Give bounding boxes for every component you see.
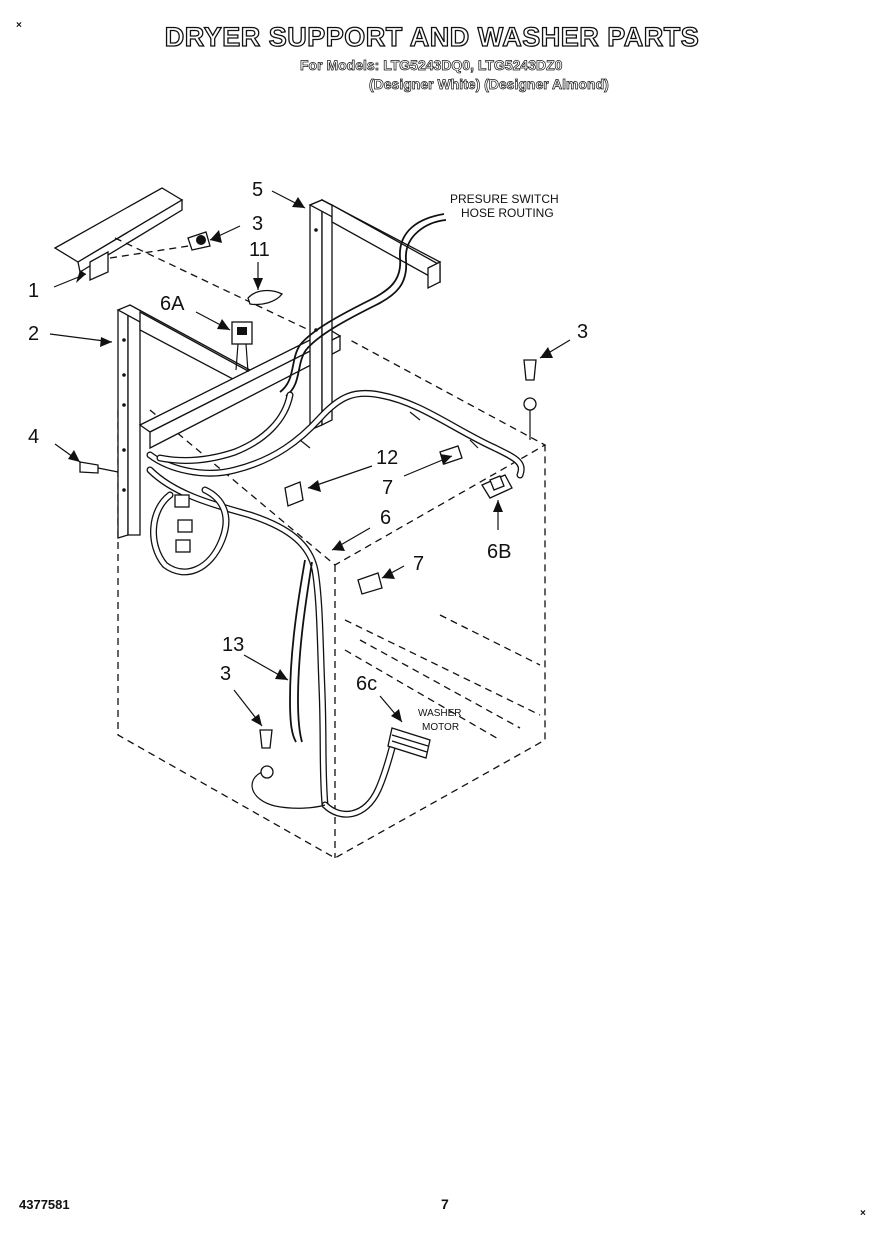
part-13-hose [251, 559, 326, 809]
callout-6a: 6A [160, 293, 185, 315]
part-4-screw [79, 461, 119, 474]
callout-12: 12 [376, 447, 398, 469]
callout-3-right: 3 [577, 321, 588, 343]
part-6a-connector [231, 321, 253, 373]
part-3-screw-top [187, 231, 211, 251]
corner-mark-bottom: × [860, 1208, 866, 1219]
model-numbers: For Models: LTG5243DQ0, LTG5243DZ0 [300, 57, 563, 74]
callout-7-lower: 7 [413, 553, 424, 575]
part-5-right-support [308, 198, 442, 431]
model-variants: (Designer White) (Designer Almond) [369, 76, 610, 93]
callout-3-top: 3 [252, 213, 263, 235]
callout-1: 1 [28, 280, 39, 302]
note-washer-motor-1: WASHER [418, 708, 462, 719]
part-2-left-support [116, 304, 342, 539]
callout-13: 13 [222, 634, 244, 656]
callout-3-bottom: 3 [220, 663, 231, 685]
footer-part-number: 4377581 [19, 1197, 70, 1212]
callout-11: 11 [249, 239, 270, 261]
diagram-notes: PRESURE SWITCH HOSE ROUTING WASHER MOTOR [418, 192, 559, 733]
footer-page-number: 7 [441, 1196, 449, 1212]
pressure-switch-hose [279, 213, 447, 397]
callout-labels: 1 2 3 3 3 4 5 6 6A 6B 6c 7 7 11 12 13 [28, 179, 588, 695]
page-title: DRYER SUPPORT AND WASHER PARTS [164, 21, 700, 52]
leader-arrows [49, 190, 571, 727]
callout-6b: 6B [487, 541, 511, 563]
part-3-screw-bottom [259, 729, 274, 779]
part-12-clip [284, 481, 304, 507]
callout-6: 6 [380, 507, 391, 529]
callout-6c: 6c [356, 673, 377, 695]
callout-5: 5 [252, 179, 263, 201]
part-11-clip [247, 289, 283, 306]
callout-2: 2 [28, 323, 39, 345]
callout-4: 4 [28, 426, 39, 448]
part-3-screw-right [523, 359, 537, 440]
note-pressure-switch-2: HOSE ROUTING [461, 206, 554, 220]
callout-7-upper: 7 [382, 477, 393, 499]
corner-mark-top: × [16, 20, 22, 31]
part-6c-motor-connector [387, 727, 431, 759]
note-pressure-switch-1: PRESURE SWITCH [450, 192, 559, 206]
part-1-top-bracket [53, 187, 331, 341]
part-7-clip-lower [357, 572, 383, 595]
part-6-wire-harness [146, 389, 525, 818]
note-washer-motor-2: MOTOR [422, 722, 459, 733]
part-6b-connector [481, 474, 513, 499]
